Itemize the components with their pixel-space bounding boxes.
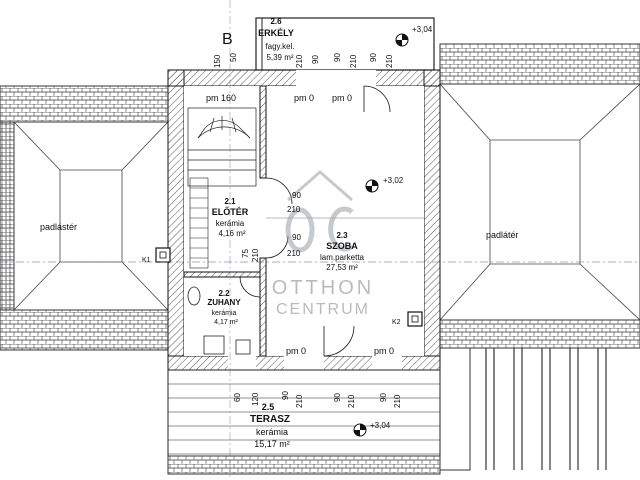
section-letter: B (222, 31, 233, 48)
dim-bottom-4: 210 (295, 394, 304, 408)
label-pm0-top-a: pm 0 (294, 93, 314, 103)
dim-top-90a: 90 (333, 53, 342, 62)
terrace-floor: kerámia (256, 427, 288, 437)
hall-area: 4,16 m² (218, 229, 245, 238)
hall-floor: kerámia (216, 219, 245, 228)
balcony-name: ERKÉLY (258, 28, 294, 38)
shower-area: 4,17 m² (214, 319, 238, 326)
chimney-k2-label: K2 (392, 319, 401, 326)
right-attic-roof (439, 43, 640, 471)
level-marker-terrace (353, 423, 367, 437)
chimney-k2 (407, 311, 423, 327)
attic-left-label: padlástér (40, 222, 77, 232)
dim-top-2: 50 (229, 53, 238, 62)
hall-number: 2.1 (224, 197, 236, 206)
dim-bottom-3: 90 (281, 391, 290, 400)
level-marker-balcony (395, 33, 409, 47)
left-attic-roof (0, 85, 169, 351)
dim-bottom-6: 210 (347, 394, 356, 408)
dim-top-1: 150 (213, 54, 222, 68)
terrace-number: 2.5 (262, 402, 275, 412)
dim-top-90b: 90 (369, 53, 378, 62)
shower-floor: kerámia (212, 310, 237, 317)
label-pm0-bot-b: pm 0 (374, 346, 394, 356)
balcony-number: 2.6 (270, 17, 282, 26)
dim-top-210c: 210 (385, 54, 394, 68)
dim-top-210d: 210 (295, 54, 304, 68)
bathroom-fixtures (187, 286, 251, 355)
dim-mid-3: 90 (292, 233, 301, 242)
terrace-level: +3,04 (370, 421, 391, 430)
staircase (187, 107, 257, 269)
dim-bottom-1: 60 (233, 393, 242, 402)
chimney-k1 (155, 247, 171, 263)
chimney-k1-label: K1 (142, 257, 151, 264)
dim-mid-4: 210 (287, 249, 301, 258)
dim-bottom-2: 120 (251, 392, 260, 406)
dim-bottom-8: 210 (393, 394, 402, 408)
watermark-logo (285, 170, 354, 253)
terrace-name: TERASZ (250, 414, 290, 425)
dim-mid-1: 90 (292, 191, 301, 200)
attic-right-label: padlátér (486, 230, 519, 240)
label-pm0-top-b: pm 0 (332, 93, 352, 103)
bedroom-area: 27,53 m² (326, 263, 358, 272)
shower-name: ZUHANY (207, 298, 241, 307)
bedroom-floor: lam.parketta (320, 253, 365, 262)
shower-number: 2.2 (218, 289, 230, 298)
building-walls (167, 69, 441, 371)
dim-bottom-5: 90 (333, 393, 342, 402)
room-level: +3,02 (383, 176, 404, 185)
balcony-level: +3,04 (412, 25, 433, 34)
bedroom-name: SZOBA (326, 241, 358, 251)
terrace-area: 15,17 m² (254, 439, 290, 449)
hall-name: ELŐTÉR (212, 206, 249, 217)
label-pm160: pm 160 (206, 93, 236, 103)
dim-top-210b: 210 (349, 54, 358, 68)
balcony-floor: fagy.kel. (265, 42, 294, 51)
dim-top-3: 90 (311, 55, 320, 64)
dim-bottom-7: 90 (379, 393, 388, 402)
label-pm0-bot-a: pm 0 (286, 346, 306, 356)
watermark-line-2: CENTRUM (276, 301, 370, 318)
level-marker-room (365, 179, 379, 193)
terrace-area (167, 369, 441, 475)
dim-mid-2: 210 (287, 205, 301, 214)
watermark-line-1: OTTHON (272, 277, 374, 299)
bedroom-number: 2.3 (336, 231, 348, 240)
balcony-area-label: 5,39 m² (266, 53, 293, 62)
dim-mid-5: 75 (241, 249, 250, 258)
dim-mid-6: 210 (251, 248, 260, 262)
